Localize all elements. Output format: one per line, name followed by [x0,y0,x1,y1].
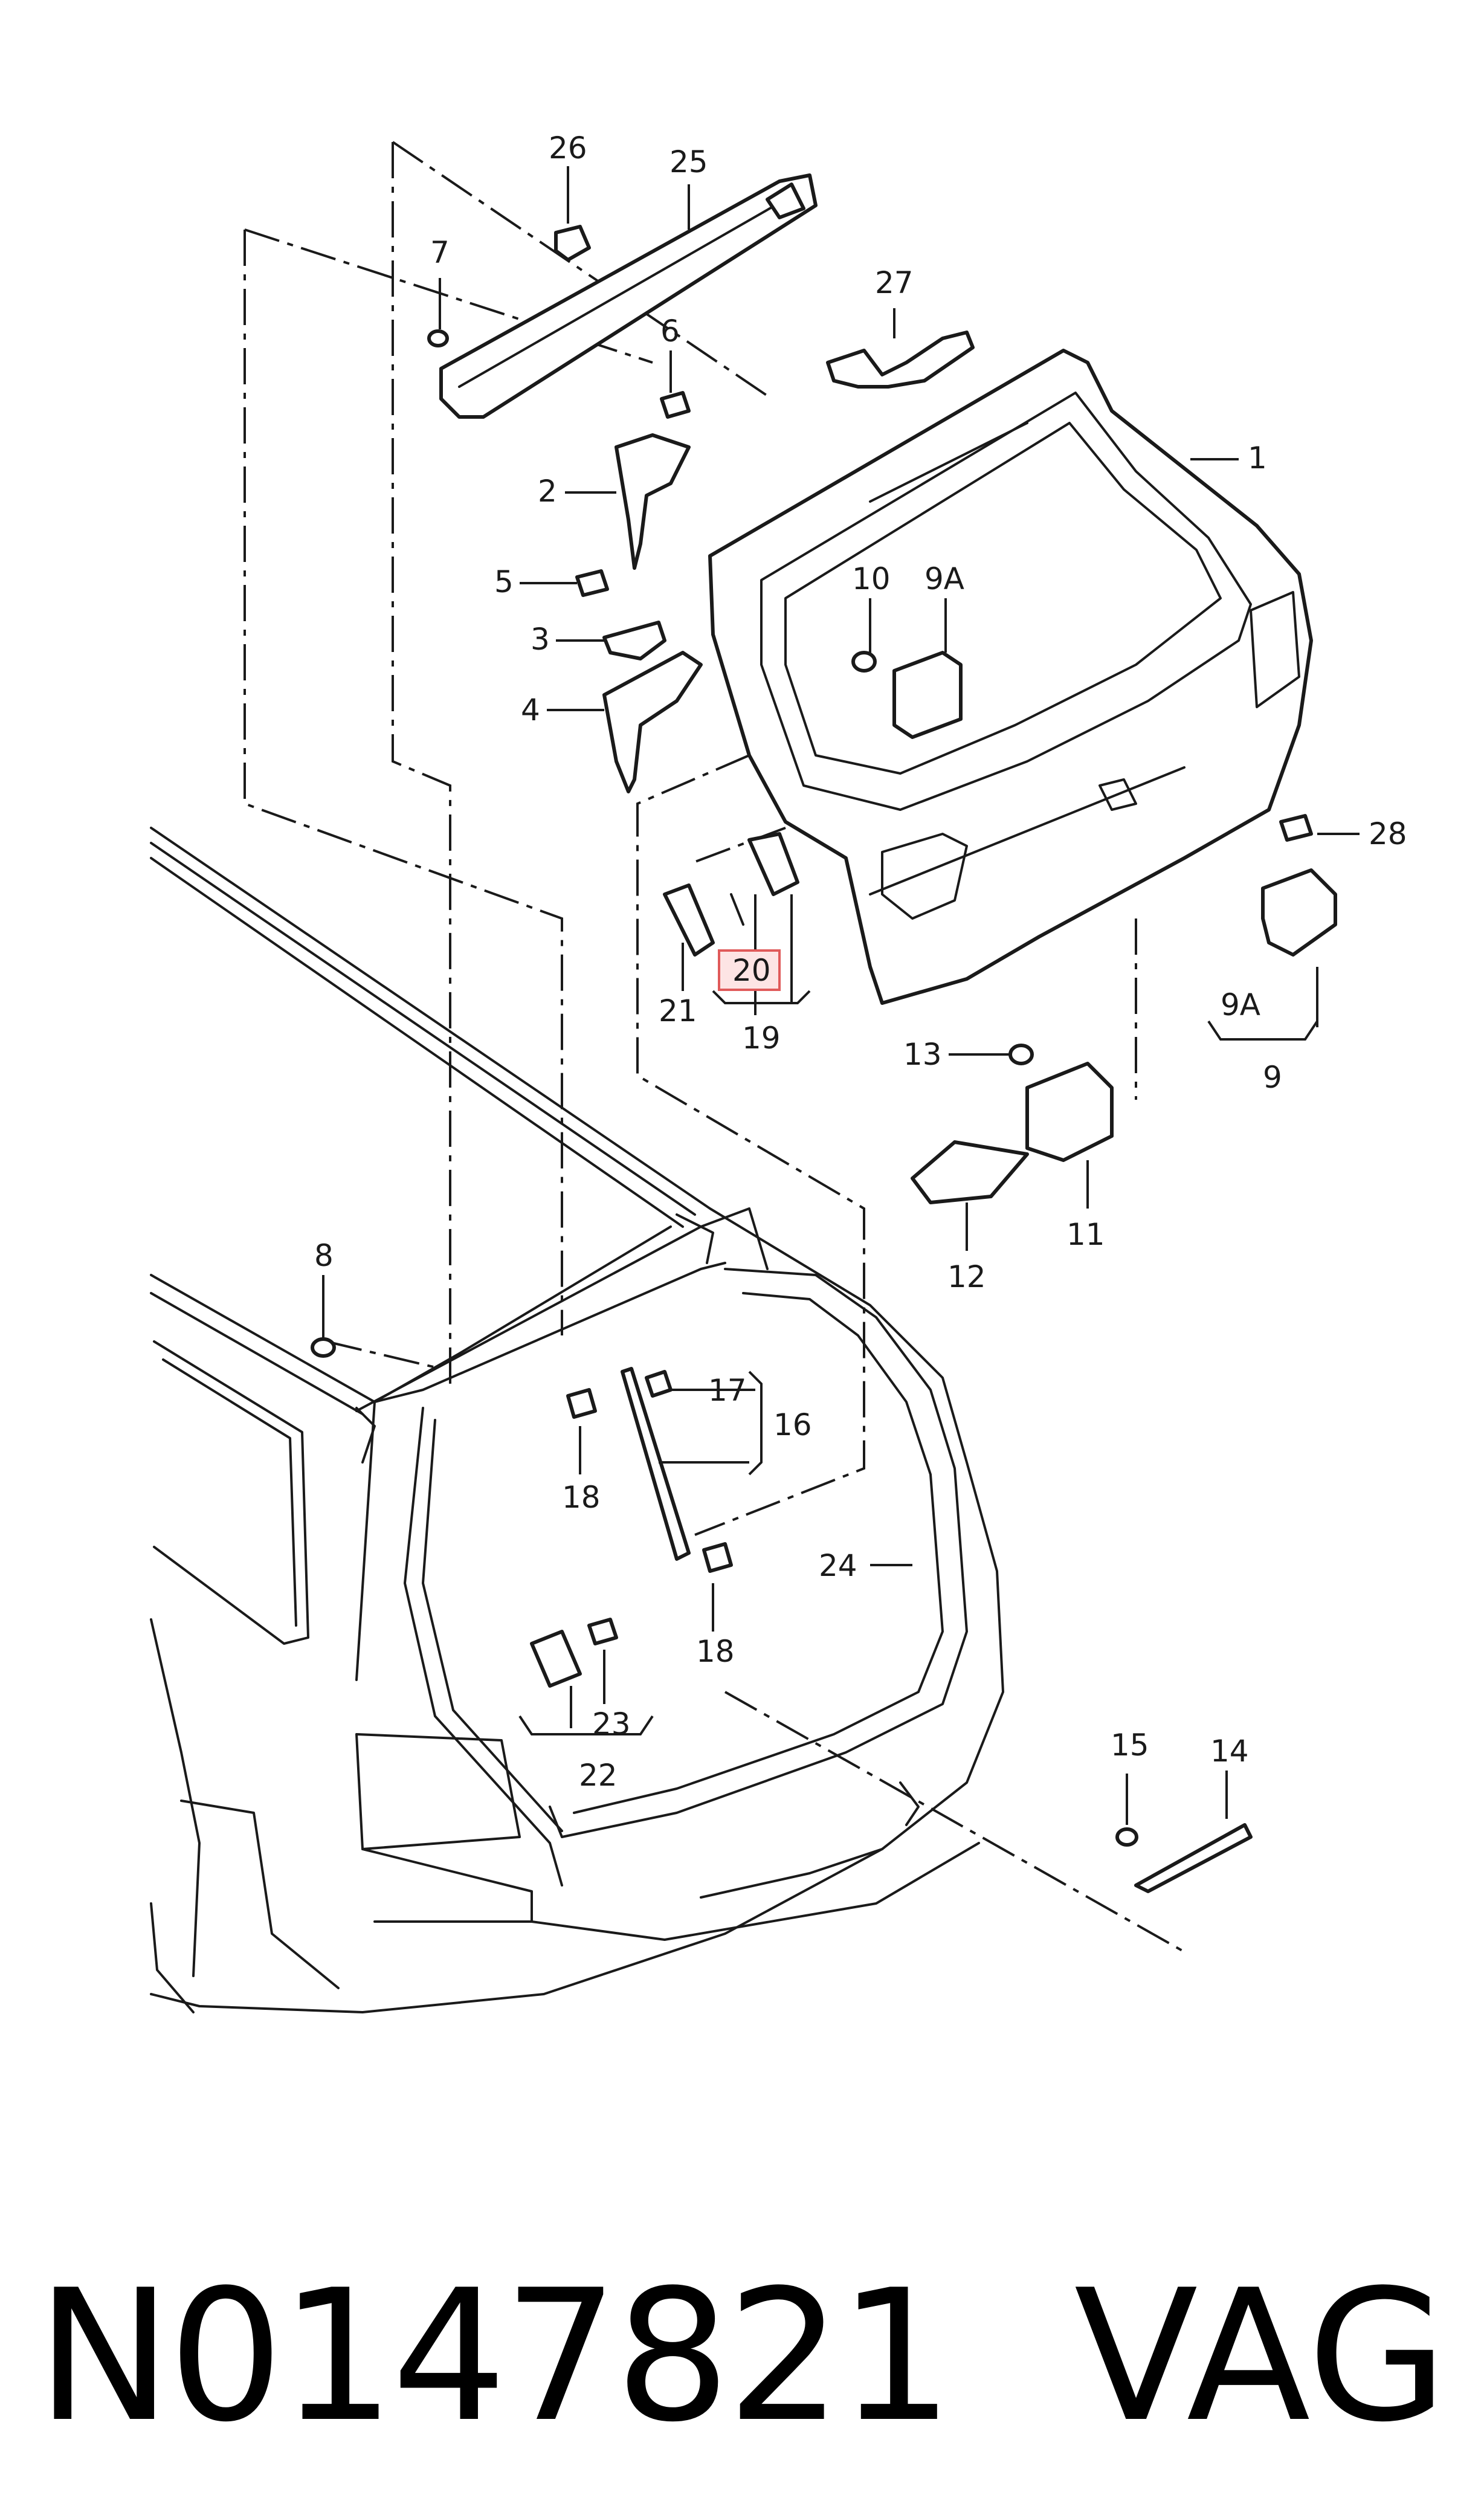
bracket-4 [602,651,703,793]
callout-leaders [322,166,1360,1825]
callout-2: 2 [538,474,557,509]
clip-28 [1279,814,1313,842]
callout-19: 19 [742,1021,781,1056]
emblem-9 [1261,868,1337,957]
parts-diagram: 26 25 7 27 6 1 2 5 10 9A 3 4 28 20 21 9A… [150,131,1407,2013]
callout-27: 27 [875,265,914,300]
callout-21: 21 [659,993,697,1028]
ball-stud-18-bottom [702,1542,733,1573]
bolt-6 [660,391,691,419]
callout-7: 7 [430,235,450,270]
callout-3: 3 [531,622,550,657]
nut-15 [1115,1827,1138,1847]
trim-12 [911,1140,1029,1204]
callout-25: 25 [669,144,708,179]
callout-11: 11 [1066,1217,1105,1252]
callout-22: 22 [579,1758,618,1793]
vehicle-body-illustration [150,827,1004,2013]
spoiler-part [439,173,818,419]
callout-14: 14 [1210,1734,1249,1769]
callout-1: 1 [1248,441,1267,476]
callout-labels: 26 25 7 27 6 1 2 5 10 9A 3 4 28 20 21 9A… [314,131,1407,1793]
callout-18-bottom: 18 [696,1634,735,1669]
nut-10 [851,651,877,673]
switch-19 [747,832,799,896]
nut-13 [1008,1044,1034,1065]
spring-20 [730,893,744,926]
clip-26 [554,225,591,262]
callout-24: 24 [819,1548,857,1583]
tailgate-panel [708,349,1313,1005]
callout-10: 10 [852,561,891,596]
nut-8 [311,1337,336,1358]
camera-9a [892,651,963,739]
cover-3 [602,621,666,660]
lock-11 [1025,1062,1114,1162]
bracket-14 [1134,1823,1253,1893]
callout-18-top: 18 [562,1480,601,1515]
callout-26: 26 [549,131,587,166]
callout-6: 6 [660,314,680,349]
callout-12: 12 [947,1259,986,1294]
callout-5: 5 [494,564,514,599]
hinge-2 [615,433,691,570]
callout-4: 4 [521,692,540,728]
callout-9a-side: 9A [1221,987,1260,1022]
footer-caption: N0147821 VAG [0,2236,1484,2478]
callout-17: 17 [708,1373,747,1408]
bolt-5 [575,569,609,597]
washer-7 [427,329,449,347]
part-number-label: N0147821 [36,2251,953,2462]
callout-9a-top: 9A [924,561,964,596]
callout-9: 9 [1263,1060,1282,1095]
gas-strut-16 [621,1367,691,1561]
grommet-27 [826,331,975,389]
callout-13: 13 [903,1037,942,1072]
callout-23: 23 [592,1706,631,1742]
callout-15: 15 [1111,1728,1149,1763]
highlight-box-20 [718,949,781,991]
brand-label: VAG [1074,2251,1448,2462]
callout-16: 16 [773,1407,812,1442]
ball-stud-18-top [566,1388,597,1419]
callout-8: 8 [314,1238,334,1273]
assembly-guide-lines [244,141,1185,1953]
callout-20: 20 [732,953,771,988]
screw-23 [587,1618,618,1645]
small-parts [311,225,1337,1893]
buffer-22 [530,1630,582,1688]
clip-17 [645,1370,673,1398]
handle-21 [663,883,715,957]
callout-28: 28 [1369,816,1407,851]
